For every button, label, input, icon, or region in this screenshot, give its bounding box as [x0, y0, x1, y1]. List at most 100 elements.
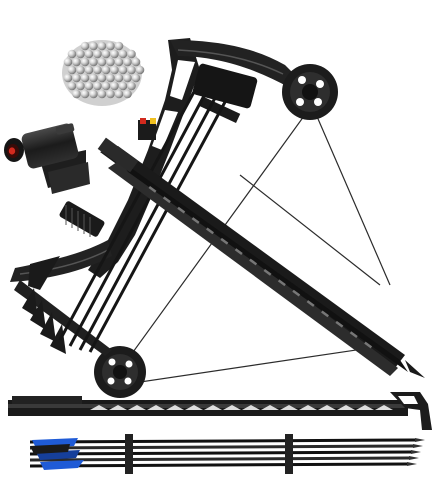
steel-ball	[97, 89, 107, 99]
rail-truss	[166, 405, 184, 410]
steel-ball	[110, 65, 119, 75]
upper-cam-icon	[282, 64, 338, 120]
steel-ball	[101, 81, 111, 91]
steel-ball	[114, 57, 124, 67]
steel-ball	[67, 49, 77, 59]
steel-ball	[123, 89, 132, 99]
steel-ball	[97, 73, 107, 83]
arrow-shaft	[29, 444, 414, 450]
arrow-tip	[407, 462, 417, 466]
rail-slot	[234, 248, 243, 255]
rail-slot	[349, 331, 358, 338]
steel-ball	[76, 65, 85, 75]
rail-slot	[220, 237, 229, 245]
steel-ball	[76, 49, 85, 59]
steel-ball	[76, 81, 85, 91]
arrow-shaft	[29, 456, 410, 462]
steel-ball	[67, 81, 77, 91]
rail-slot	[292, 289, 301, 297]
steel-ball	[101, 49, 111, 59]
arrow-tip	[413, 444, 423, 448]
rail-truss	[375, 405, 393, 410]
rail-truss	[223, 405, 241, 410]
steel-ball	[84, 81, 94, 91]
rail-truss	[318, 405, 336, 410]
steel-ball	[97, 57, 107, 67]
steel-ball	[123, 73, 132, 83]
rail-truss	[280, 405, 298, 410]
rail-slot	[162, 196, 171, 204]
rail-truss	[185, 405, 203, 410]
arrow-bundle-icon	[29, 434, 425, 474]
steel-ball	[80, 73, 90, 83]
steel-ball	[135, 65, 145, 75]
rail-slot	[249, 258, 258, 266]
steel-ball	[80, 89, 90, 99]
steel-ball	[110, 81, 119, 91]
rail-truss	[299, 405, 317, 410]
steel-ball	[93, 49, 102, 59]
rail-slot	[148, 186, 157, 193]
steel-ball	[118, 81, 128, 91]
rail-truss	[204, 405, 222, 410]
steel-ball	[114, 41, 124, 51]
steel-ball	[63, 57, 73, 67]
steel-ball	[80, 41, 90, 51]
steel-ball	[63, 73, 73, 83]
rail-slot	[206, 227, 214, 235]
compound-bow-icon	[10, 38, 338, 398]
rail-truss	[356, 405, 374, 410]
arrow-shaft	[29, 450, 412, 456]
lower-cam-icon	[94, 346, 146, 398]
rail-slot	[177, 206, 186, 214]
rail-slot	[321, 310, 329, 318]
steel-ball	[80, 57, 90, 67]
steel-ball	[114, 89, 124, 99]
steel-ball	[127, 49, 136, 59]
steel-ball	[106, 57, 115, 67]
laser-sight-icon	[4, 123, 90, 194]
rail-launcher-icon	[8, 392, 432, 430]
rail-truss	[242, 405, 260, 410]
arrow-tip	[415, 438, 425, 442]
steel-ball	[123, 57, 132, 67]
steel-ball	[118, 49, 128, 59]
steel-ball	[110, 49, 119, 59]
steel-ball	[72, 89, 81, 99]
steel-ball	[72, 73, 81, 83]
steel-ball	[72, 57, 81, 67]
steel-ball	[67, 65, 77, 75]
rail-launcher-on-bow	[97, 137, 425, 378]
steel-ball	[93, 65, 102, 75]
rail-slot	[364, 341, 373, 349]
steel-ball	[101, 65, 111, 75]
arrow-tip	[411, 450, 421, 454]
rail-slot	[263, 269, 272, 276]
steel-ball	[84, 49, 94, 59]
steel-ball	[89, 73, 98, 83]
arrow-shaft	[29, 462, 408, 468]
rail-slot	[306, 300, 315, 307]
steel-ball	[89, 89, 98, 99]
rail-truss	[337, 405, 355, 410]
steel-ball	[131, 73, 141, 83]
steel-ball	[131, 57, 141, 67]
stabilizer-icon	[59, 201, 105, 237]
rail-slot	[335, 320, 344, 328]
steel-balls-icon	[62, 40, 145, 106]
steel-ball	[106, 89, 115, 99]
steel-ball	[89, 41, 98, 51]
arrow-shaft	[29, 438, 416, 444]
rail-slot	[277, 279, 286, 287]
steel-ball	[106, 73, 115, 83]
steel-ball	[97, 41, 107, 51]
rail-truss	[147, 405, 165, 410]
broadhead-tips	[22, 288, 66, 354]
steel-ball	[93, 81, 102, 91]
rail-truss	[90, 405, 108, 410]
rail-truss	[128, 405, 146, 410]
steel-ball	[118, 65, 128, 75]
steel-ball	[127, 65, 136, 75]
